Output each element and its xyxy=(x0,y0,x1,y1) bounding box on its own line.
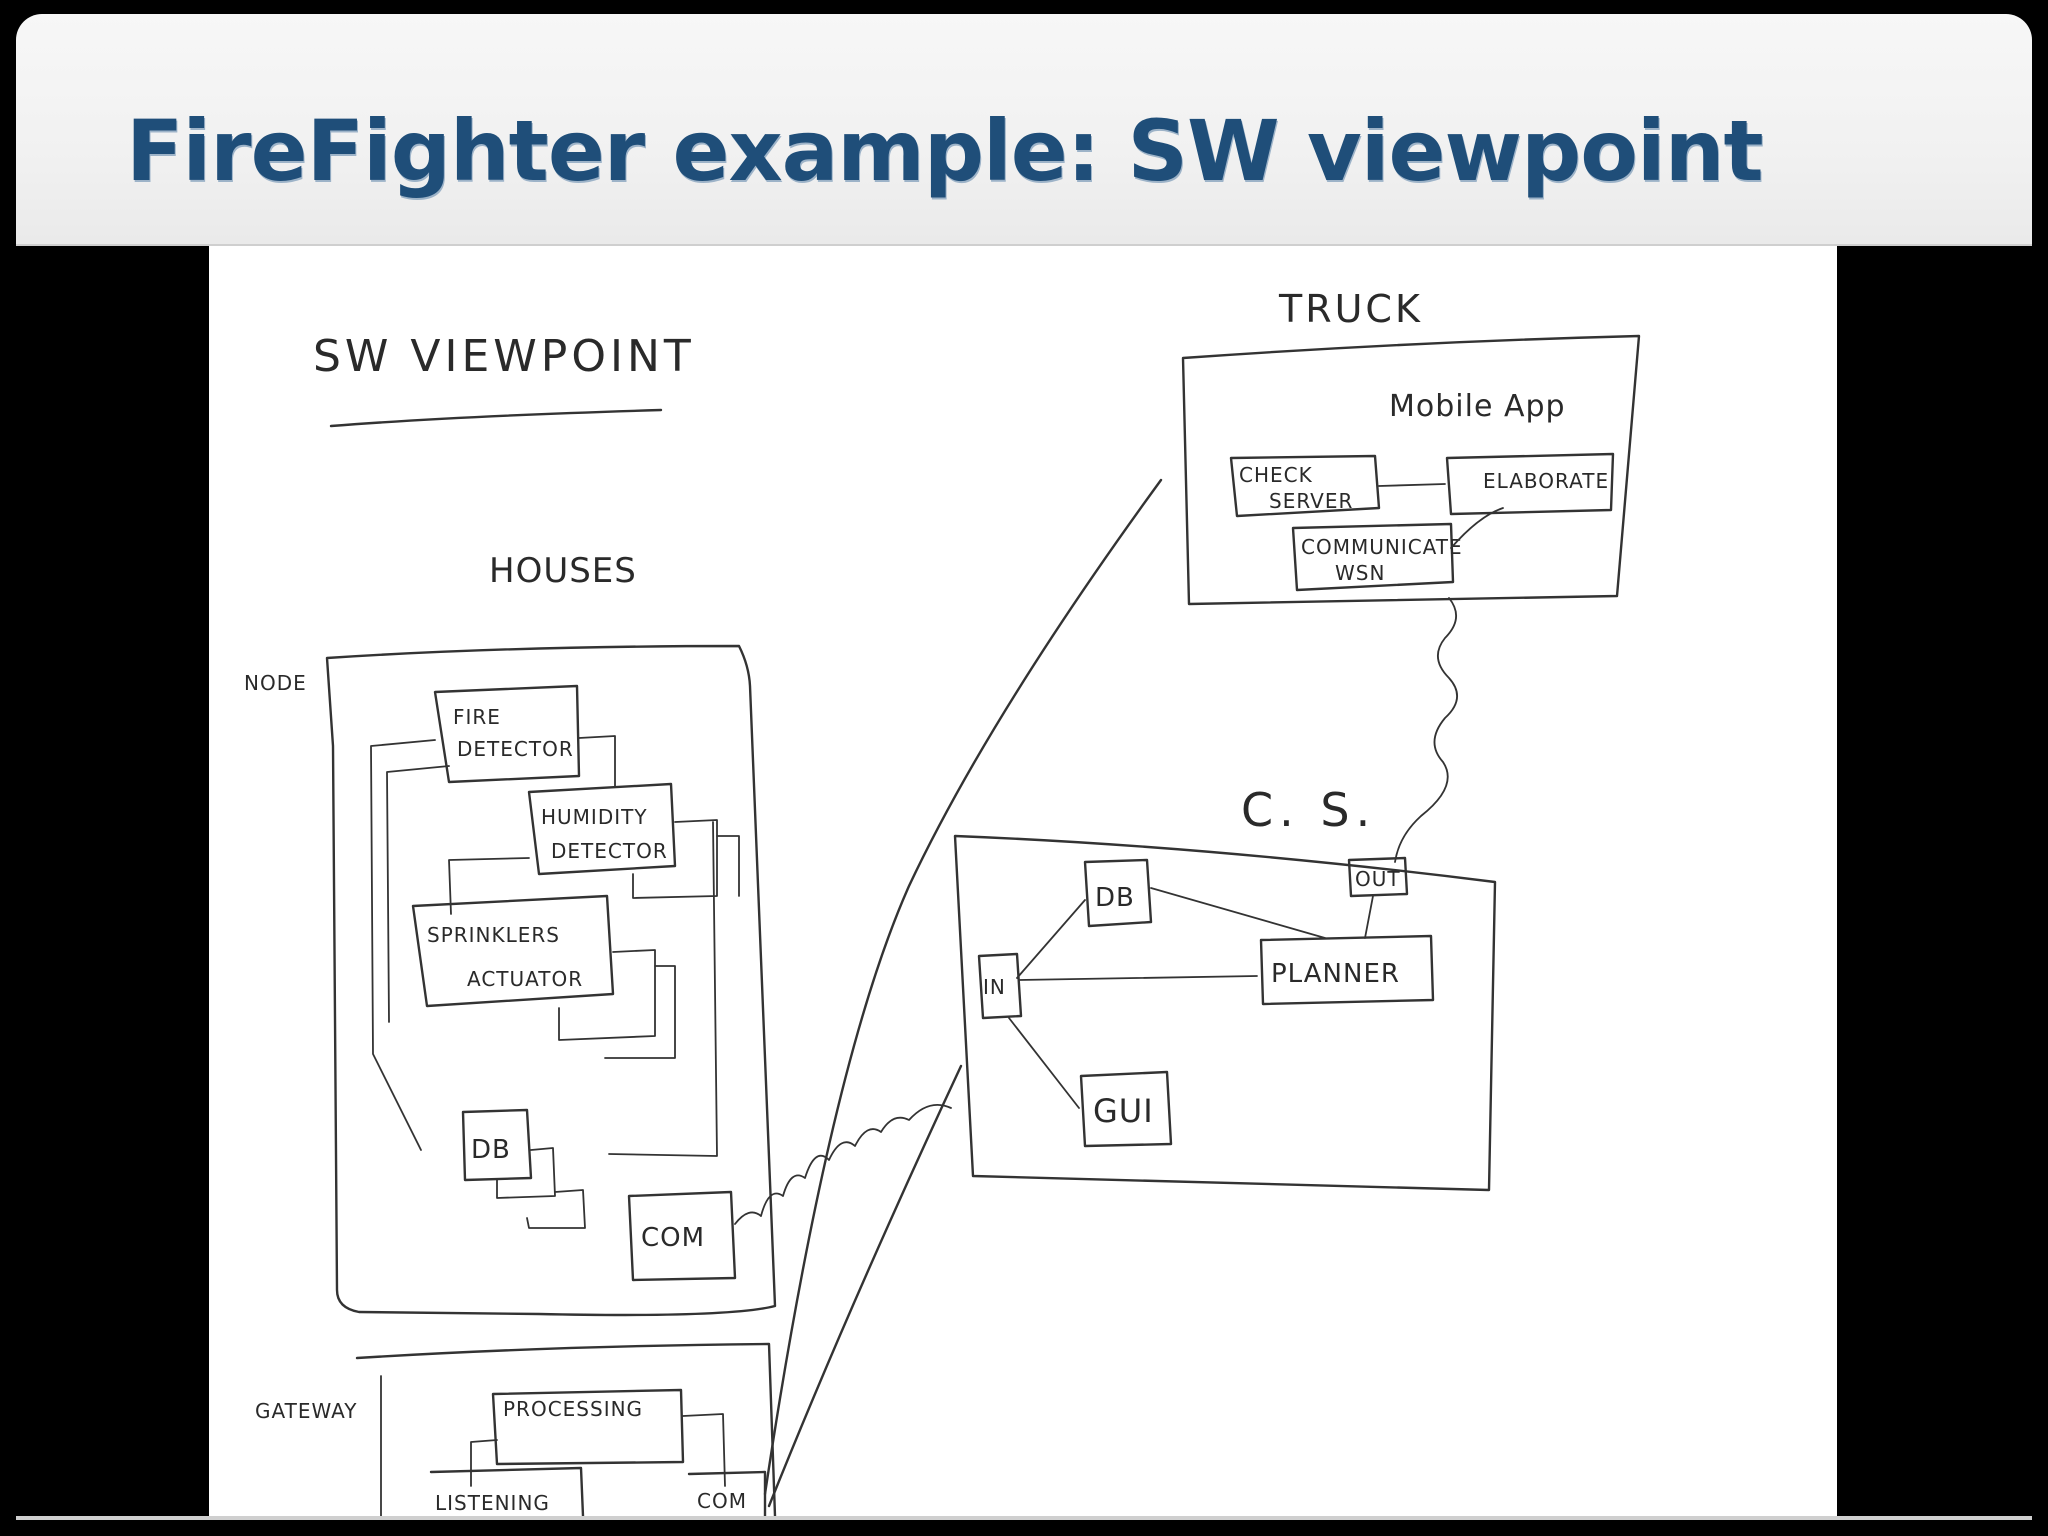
node-db-label: DB xyxy=(471,1135,511,1165)
truck-label: TRUCK xyxy=(1278,287,1423,331)
processing-label: PROCESSING xyxy=(503,1397,643,1421)
title-bar: FireFighter example: SW viewpoint xyxy=(16,14,2032,246)
elaborate-label: ELABORATE xyxy=(1483,469,1609,493)
node-com-box xyxy=(627,1190,737,1282)
houses-label: HOUSES xyxy=(489,551,637,591)
check-server-box xyxy=(1229,454,1381,518)
cs-out-box xyxy=(1347,856,1409,898)
check-server-label-1: CHECK xyxy=(1239,463,1313,487)
planner-label: PLANNER xyxy=(1271,959,1400,989)
gateway-label: GATEWAY xyxy=(255,1399,358,1423)
node-box xyxy=(325,644,777,1317)
sketch-heading: SW VIEWPOINT xyxy=(313,331,695,382)
node-label: NODE xyxy=(244,671,307,695)
sprinklers-label-1: SPRINKLERS xyxy=(427,923,560,947)
check-server-label-2: SERVER xyxy=(1269,489,1353,513)
elaborate-box xyxy=(1445,452,1615,516)
node-com-label: COM xyxy=(641,1223,705,1253)
cs-in-label: IN xyxy=(983,975,1006,999)
gateway-box xyxy=(355,1342,777,1516)
listening-box xyxy=(429,1466,585,1516)
gui-box xyxy=(1079,1070,1173,1148)
cs-in-box xyxy=(977,952,1023,1020)
communicate-label-1: COMMUNICATE xyxy=(1301,535,1463,559)
planner-box xyxy=(1259,934,1435,1006)
sprinklers-label-2: ACTUATOR xyxy=(467,967,583,991)
cs-box xyxy=(953,834,1497,1192)
cs-label: C. S. xyxy=(1241,783,1376,837)
mobile-app-label: Mobile App xyxy=(1389,389,1566,424)
sprinklers-actuator-box xyxy=(411,894,615,1008)
node-db-box xyxy=(461,1108,533,1182)
truck-box xyxy=(1181,334,1641,606)
communicate-label-2: WSN xyxy=(1335,561,1385,585)
slide-title: FireFighter example: SW viewpoint xyxy=(126,102,1764,200)
fire-detector-box xyxy=(433,684,581,784)
humidity-detector-label-1: HUMIDITY xyxy=(541,805,648,829)
gui-label: GUI xyxy=(1093,1092,1154,1130)
humidity-detector-label-2: DETECTOR xyxy=(551,839,668,863)
link-gateway-truck xyxy=(763,478,1163,1496)
cs-out-label: OUT xyxy=(1355,867,1401,891)
humidity-detector-box xyxy=(527,782,677,876)
link-gateway-cs xyxy=(767,1064,963,1508)
fire-detector-label-2: DETECTOR xyxy=(457,737,574,761)
gateway-com-label: COM xyxy=(697,1489,747,1513)
heading-underline xyxy=(329,408,663,428)
wireless-link-truck xyxy=(1394,597,1458,863)
fire-detector-label-1: FIRE xyxy=(453,705,501,729)
cs-db-box xyxy=(1083,858,1153,928)
listening-label: LISTENING xyxy=(435,1491,550,1515)
sketch-area: SW VIEWPOINT HOUSES NODE FIRE DETECTOR H… xyxy=(209,246,1837,1516)
cs-db-label: DB xyxy=(1095,883,1135,913)
wireless-link-node xyxy=(734,1104,952,1225)
gateway-com-box xyxy=(687,1470,767,1516)
slide-bottom-edge xyxy=(16,1516,2032,1520)
hand-drawn-diagram: SW VIEWPOINT HOUSES NODE FIRE DETECTOR H… xyxy=(244,287,1641,1516)
communicate-wsn-box xyxy=(1291,522,1455,592)
